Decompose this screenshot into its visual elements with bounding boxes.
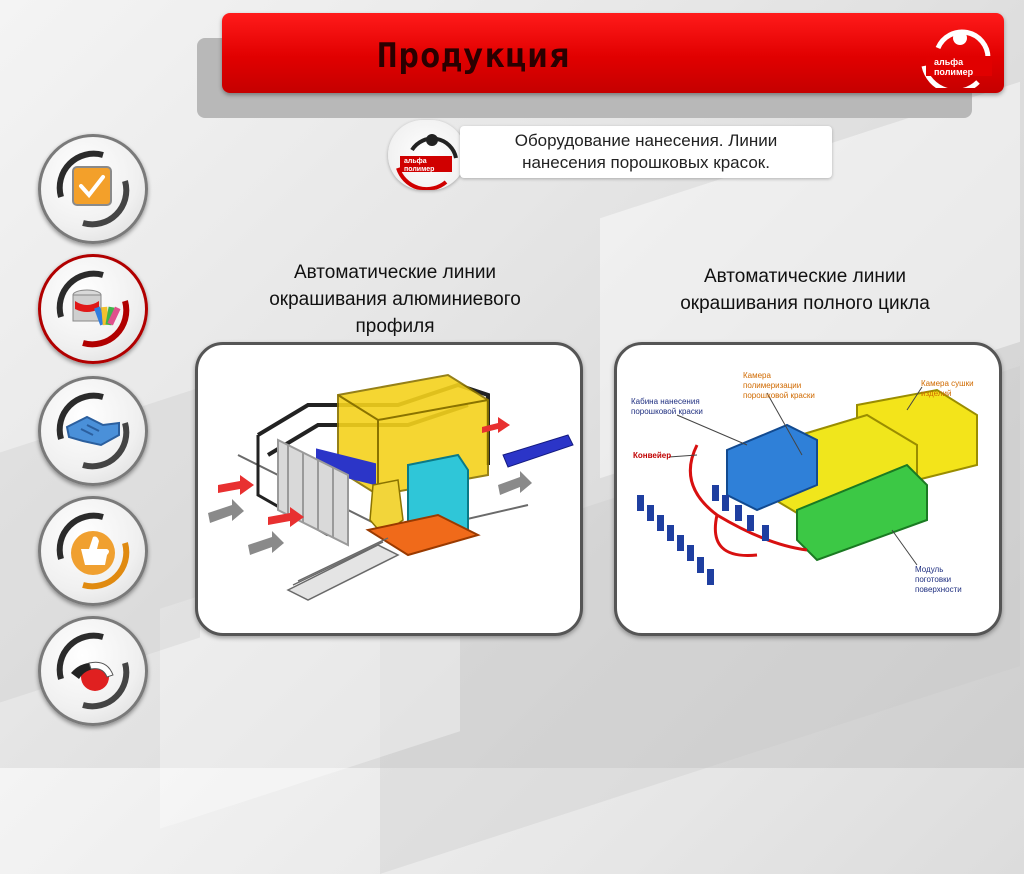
caption-left-line1: Автоматические линии — [293, 262, 497, 283]
caption-left: Автоматические линии окрашивания алюмини… — [220, 259, 570, 340]
nav-button-thumbs-up[interactable] — [38, 496, 148, 606]
subtitle-logo: альфа полимер — [388, 120, 466, 190]
handshake-icon — [65, 415, 120, 447]
caption-right: Автоматические линии окрашивания полного… — [630, 263, 980, 317]
header-bar — [222, 13, 1004, 93]
label-conveyor: Конвейер — [633, 451, 672, 460]
caption-right-line2: окрашивания полного цикла — [680, 293, 930, 314]
nav-button-paint[interactable] — [38, 254, 148, 364]
caption-right-line1: Автоматические линии — [703, 266, 907, 287]
caption-left-line3: профиля — [355, 316, 435, 337]
subtitle-box: Оборудование нанесения. Линии нанесения … — [460, 126, 832, 178]
caption-left-line2: окрашивания алюминиевого — [269, 289, 521, 310]
nav-button-phone[interactable] — [38, 616, 148, 726]
subtitle-line1: Оборудование нанесения. Линии — [514, 131, 778, 150]
phone-icon — [71, 661, 114, 691]
company-logo: альфа полимер — [921, 29, 992, 88]
aluminum-line-image — [195, 342, 583, 636]
nav-button-handshake[interactable] — [38, 376, 148, 486]
nav-button-checkmark[interactable] — [38, 134, 148, 244]
sub-logo-text-line1: альфа — [404, 158, 427, 165]
checkmark-icon — [72, 166, 112, 206]
page-title: Продукция — [377, 36, 571, 76]
sub-logo-text-line2: полимер — [404, 166, 434, 173]
logo-text-line1: альфа — [934, 57, 964, 67]
logo-text-line2: полимер — [934, 67, 974, 77]
paint-can-icon — [72, 289, 121, 326]
thumbs-up-icon — [71, 531, 115, 575]
subtitle-line2: нанесения порошковых красок. — [522, 153, 770, 172]
